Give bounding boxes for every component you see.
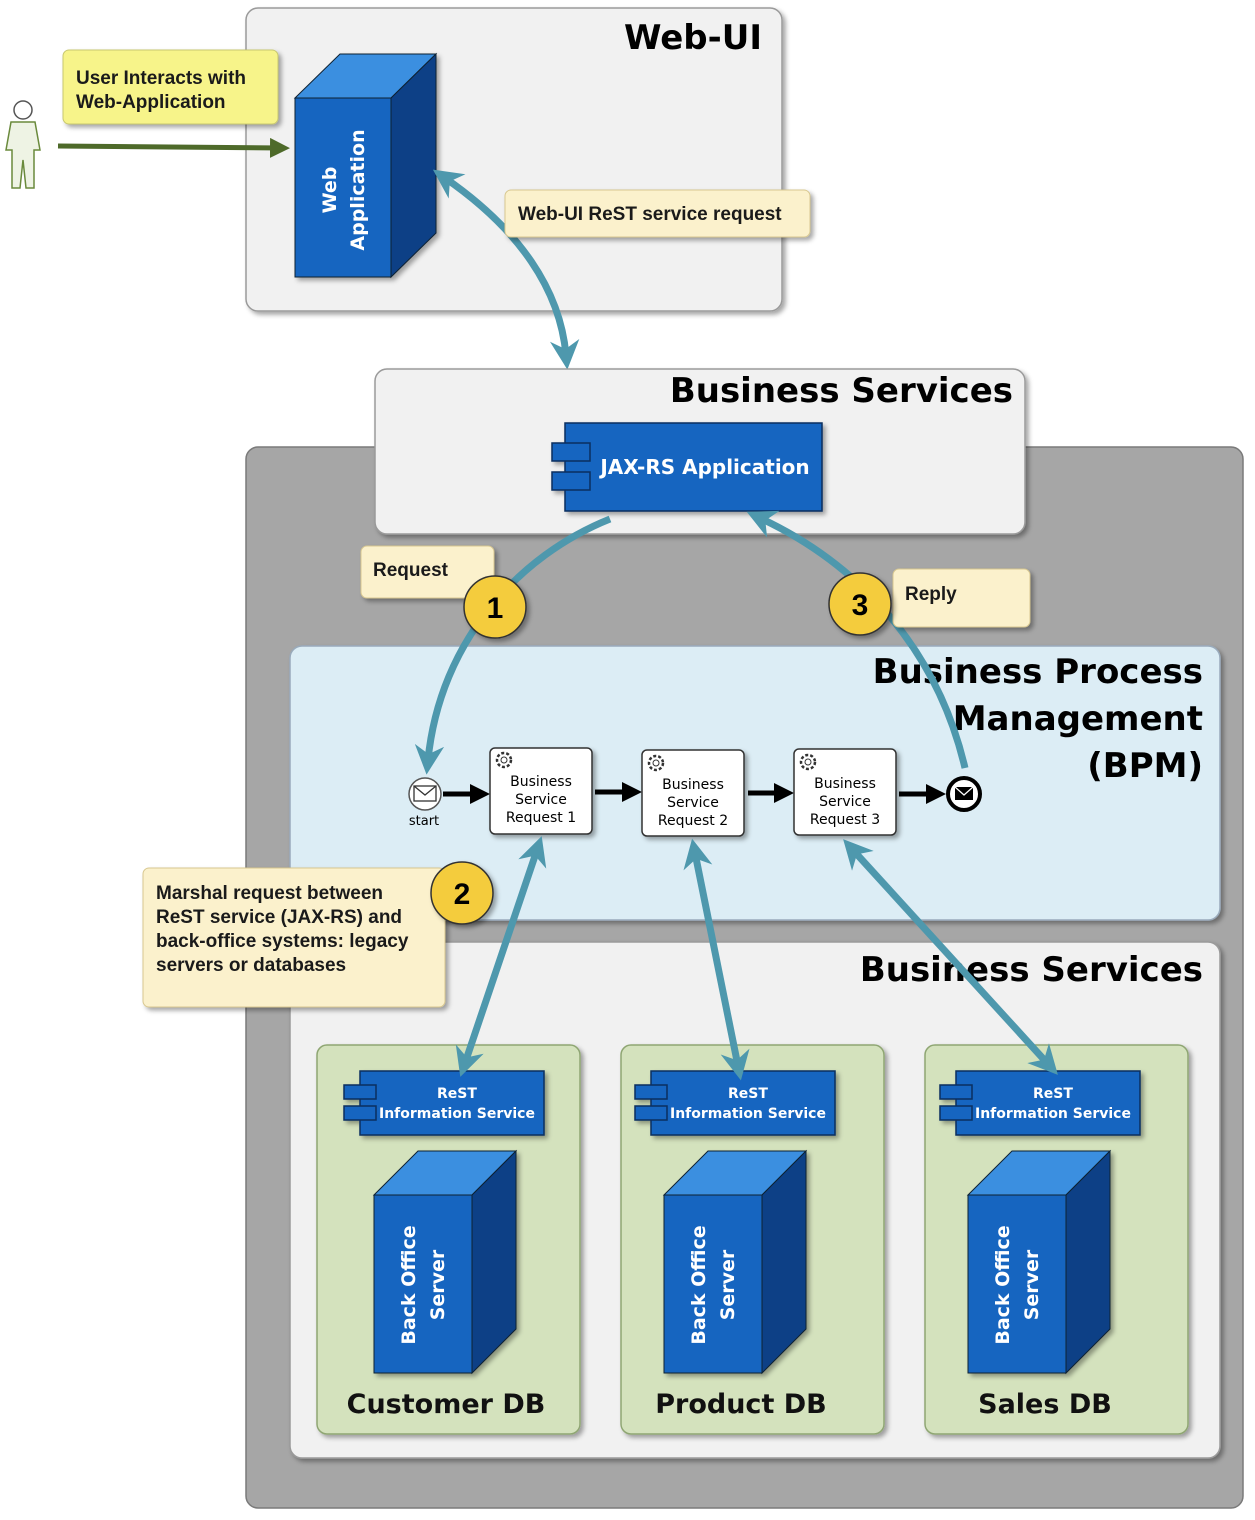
user-to-webapp-arrow xyxy=(57,137,290,158)
task3-line2: Service xyxy=(819,794,871,810)
database-group-sales: ReST Information Service Back Office Ser… xyxy=(924,1044,1189,1435)
back-office-server-line2: Server xyxy=(427,1249,449,1320)
request-note-text: Request xyxy=(373,560,449,581)
web-application-node[interactable]: Web Application xyxy=(293,52,438,279)
web-application-label-line1: Web xyxy=(319,167,341,214)
task3-line3: Request 3 xyxy=(810,812,880,828)
start-label: start xyxy=(409,814,439,829)
task-business-service-request-2[interactable] xyxy=(641,749,745,837)
marshal-note-line4: servers or databases xyxy=(156,955,346,976)
gear-icon xyxy=(647,754,665,772)
task1-line2: Service xyxy=(515,792,567,808)
business-services-top-title: Business Services xyxy=(670,371,1013,411)
request-note xyxy=(360,545,495,599)
gear-icon xyxy=(495,751,513,769)
gear-icon xyxy=(799,753,817,771)
rest-service-component[interactable] xyxy=(939,1070,1141,1136)
reply-note xyxy=(892,568,1031,628)
marshal-note-line1: Marshal request between xyxy=(156,883,383,904)
database-name: Sales DB xyxy=(978,1389,1112,1420)
back-office-server-line2: Server xyxy=(717,1249,739,1320)
back-office-server-line2: Server xyxy=(1021,1249,1043,1320)
task-business-service-request-1[interactable] xyxy=(489,747,593,835)
rest-service-line1: ReST xyxy=(1033,1086,1073,1102)
user-note-line2: Web-Application xyxy=(76,92,226,113)
back-office-server-node[interactable] xyxy=(662,1149,808,1375)
web-ui-title: Web-UI xyxy=(624,18,762,58)
rest-service-line1: ReST xyxy=(728,1086,768,1102)
rest-service-component[interactable] xyxy=(634,1070,836,1136)
back-office-server-line1: Back Office xyxy=(992,1225,1014,1344)
marshal-arrow-customer xyxy=(455,836,547,1077)
user-actor-icon xyxy=(5,100,41,189)
back-office-server-node[interactable] xyxy=(966,1149,1112,1375)
rest-request-note-text: Web-UI ReST service request xyxy=(518,204,782,225)
task2-line1: Business xyxy=(662,777,724,793)
marshal-arrow-product xyxy=(683,838,750,1081)
bpm-title-line2: Management xyxy=(953,699,1203,739)
database-group-product: ReST Information Service Back Office Ser… xyxy=(620,1044,885,1435)
jax-rs-component[interactable] xyxy=(551,422,823,512)
step-badge-1-label: 1 xyxy=(487,592,504,625)
database-name: Product DB xyxy=(655,1389,827,1420)
marshal-arrow-sales xyxy=(843,839,1058,1075)
rest-service-component[interactable] xyxy=(343,1070,545,1136)
step-badge-1 xyxy=(463,575,527,639)
rest-service-line2: Information Service xyxy=(975,1106,1131,1122)
back-office-server-node[interactable] xyxy=(372,1149,518,1375)
jax-rs-label: JAX-RS Application xyxy=(598,455,809,479)
marshal-note-line3: back-office systems: legacy xyxy=(156,931,409,952)
marshal-note-line2: ReST service (JAX-RS) and xyxy=(156,907,402,928)
step-badge-2-label: 2 xyxy=(454,878,471,911)
task3-line1: Business xyxy=(814,776,876,792)
database-group-customer: ReST Information Service Back Office Ser… xyxy=(316,1044,581,1435)
reply-note-text: Reply xyxy=(905,584,957,605)
user-note-line1: User Interacts with xyxy=(76,68,246,89)
task-business-service-request-3[interactable] xyxy=(793,748,897,836)
business-services-bottom-title: Business Services xyxy=(860,950,1203,990)
bpm-title-line3: (BPM) xyxy=(1087,746,1203,786)
back-office-server-line1: Back Office xyxy=(398,1225,420,1344)
user-note xyxy=(62,49,279,125)
task1-line1: Business xyxy=(510,774,572,790)
webui-rest-request-arrow xyxy=(432,169,580,370)
step-badge-3 xyxy=(828,572,892,636)
step-badge-3-label: 3 xyxy=(852,589,869,622)
end-event-icon[interactable] xyxy=(946,776,982,812)
database-name: Customer DB xyxy=(347,1389,546,1420)
start-event[interactable] xyxy=(408,777,442,811)
task2-line3: Request 2 xyxy=(658,813,728,829)
rest-service-line1: ReST xyxy=(437,1086,477,1102)
rest-request-note xyxy=(504,189,811,238)
task2-line2: Service xyxy=(667,795,719,811)
task1-line3: Request 1 xyxy=(506,810,576,826)
marshal-note xyxy=(142,867,446,1008)
rest-service-line2: Information Service xyxy=(379,1106,535,1122)
back-office-server-line1: Back Office xyxy=(688,1225,710,1344)
web-ui-zone: Web-UI Web Application xyxy=(245,7,783,312)
step-badge-2 xyxy=(430,861,494,925)
web-application-label-line2: Application xyxy=(347,129,369,250)
rest-service-line2: Information Service xyxy=(670,1106,826,1122)
